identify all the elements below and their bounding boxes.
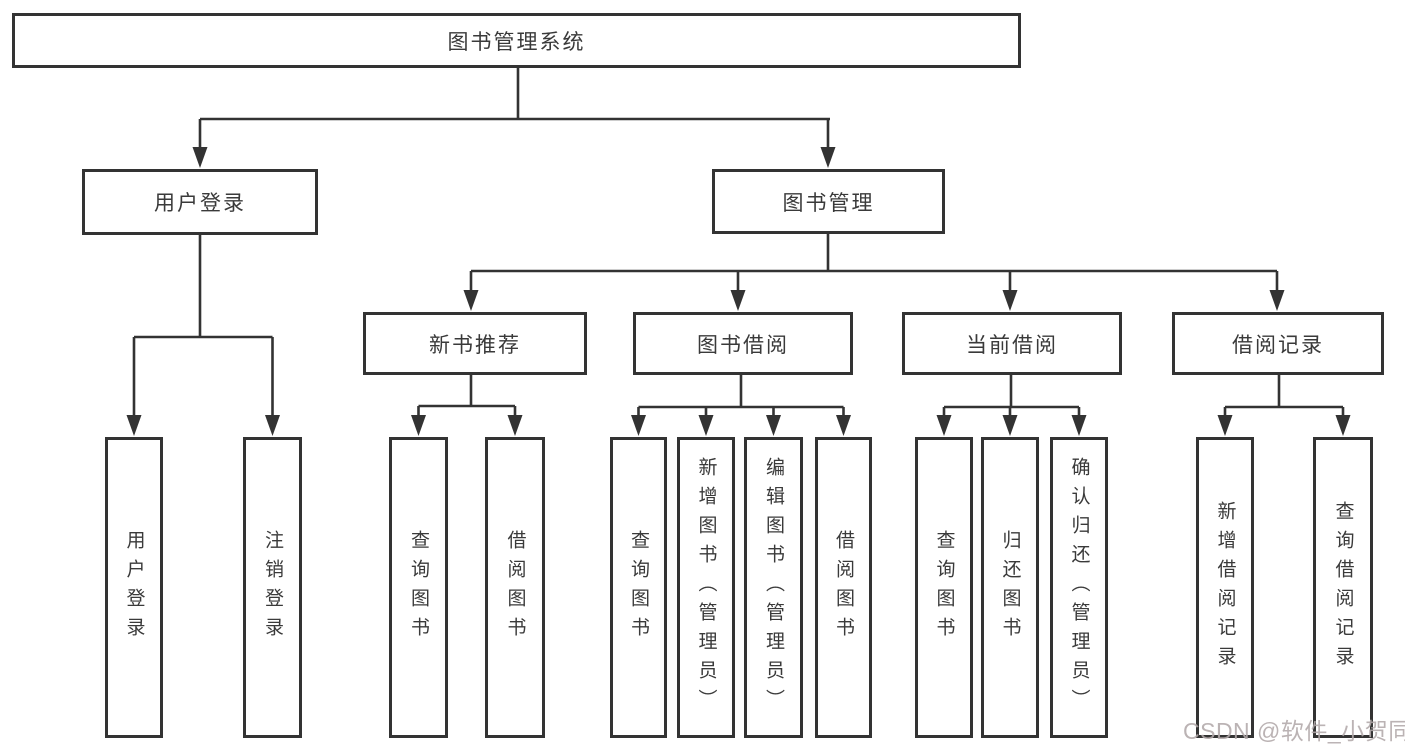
node-box-leaf-add-borrow-record: 新增借阅记录: [1196, 437, 1254, 738]
node-box-leaf-query-books-bb: 查询图书: [610, 437, 667, 738]
node-box-leaf-return-books: 归还图书: [981, 437, 1039, 738]
node-label: 新增图书（管理员）: [695, 457, 717, 718]
node-label: 借阅图书: [504, 529, 526, 646]
node-label: 注销登录: [262, 529, 283, 646]
node-box-book-management: 图书管理: [712, 169, 945, 234]
node-box-current-borrowing: 当前借阅: [902, 312, 1122, 375]
node-box-leaf-query-books-nb: 查询图书: [389, 437, 448, 738]
node-label: 查询图书: [628, 529, 649, 646]
node-box-borrowing-records: 借阅记录: [1172, 312, 1384, 375]
node-box-leaf-add-books-admin: 新增图书（管理员）: [677, 437, 735, 738]
csdn-watermark: CSDN @软件_小贺同学: [1183, 718, 1405, 744]
node-label: 用户登录: [154, 192, 246, 215]
node-label: 新书推荐: [429, 333, 521, 357]
node-box-book-borrowing: 图书借阅: [633, 312, 853, 375]
node-label: 图书管理系统: [447, 30, 586, 54]
node-label: 新增借阅记录: [1214, 500, 1236, 675]
node-label: 用户登录: [123, 529, 145, 646]
node-box-user-login: 用户登录: [82, 169, 318, 235]
node-label: 借阅图书: [833, 529, 854, 646]
node-label: 借阅记录: [1232, 333, 1324, 357]
node-label: 查询图书: [408, 529, 429, 646]
node-box-leaf-query-books-cb: 查询图书: [915, 437, 973, 738]
node-label: 查询图书: [933, 529, 955, 646]
node-box-leaf-user-login: 用户登录: [105, 437, 163, 738]
node-label: 查询借阅记录: [1332, 500, 1354, 675]
node-box-leaf-edit-books-admin: 编辑图书（管理员）: [744, 437, 803, 738]
node-box-leaf-borrow-books-bb: 借阅图书: [815, 437, 872, 738]
node-label: 图书管理: [782, 191, 875, 215]
node-box-new-book-recommendation: 新书推荐: [363, 312, 587, 375]
node-label: 归还图书: [999, 529, 1021, 646]
node-label: 当前借阅: [966, 333, 1058, 357]
node-label: 确认归还（管理员）: [1068, 457, 1090, 718]
node-box-leaf-query-borrow-record: 查询借阅记录: [1313, 437, 1373, 738]
node-box-leaf-confirm-return-admin: 确认归还（管理员）: [1050, 437, 1108, 738]
node-box-leaf-borrow-books-nb: 借阅图书: [485, 437, 545, 738]
node-label: 编辑图书（管理员）: [763, 457, 784, 718]
node-box-leaf-logout: 注销登录: [243, 437, 302, 738]
node-label: 图书借阅: [697, 333, 789, 357]
node-box-library-management-system: 图书管理系统: [12, 13, 1021, 68]
